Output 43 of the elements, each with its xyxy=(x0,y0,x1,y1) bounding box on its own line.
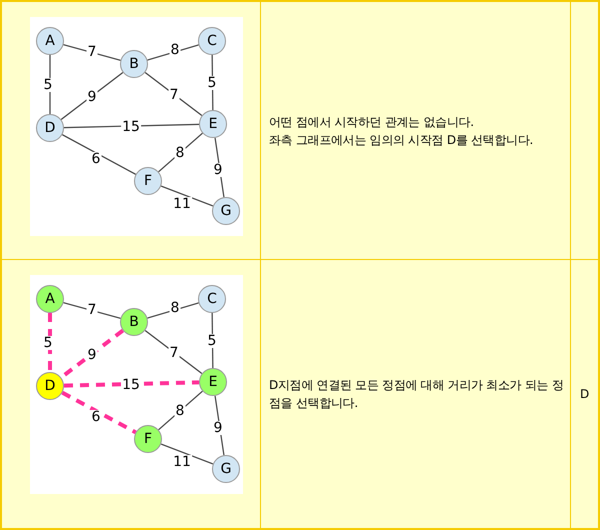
graph-edge xyxy=(160,443,214,465)
edge-label: 9 xyxy=(86,348,98,362)
graph-edge xyxy=(64,380,200,388)
graph-edge xyxy=(62,134,136,175)
edge-label: 5 xyxy=(42,78,54,92)
graph-edge xyxy=(212,55,214,110)
edge-label: 7 xyxy=(86,45,98,59)
edge-label: 11 xyxy=(172,197,192,211)
description-text: D xyxy=(580,386,589,403)
edge-label: 5 xyxy=(42,336,54,350)
edge-label: 7 xyxy=(168,346,180,360)
edge-label: 9 xyxy=(212,421,224,435)
description-text: 좌측 그래프에서는 임의의 시작점 D를 선택합니다. xyxy=(269,132,534,148)
graph-edge xyxy=(160,185,214,207)
graph-edge xyxy=(63,302,121,319)
description-text: D지점에 연결된 모든 정점에 대해 거리가 최소가 되는 정점을 선택합니다. xyxy=(269,377,564,412)
edge-label: 8 xyxy=(174,404,186,418)
graph-edge xyxy=(147,44,199,61)
graph-edge xyxy=(147,302,199,319)
graph-edge xyxy=(61,390,137,434)
edge-label: 5 xyxy=(206,76,218,90)
edge-label: 9 xyxy=(212,163,224,177)
edge-label: 15 xyxy=(121,378,141,392)
graph-edge xyxy=(60,72,124,120)
edge-label: 6 xyxy=(90,152,102,166)
edge-label: 6 xyxy=(90,410,102,424)
graph-edge xyxy=(49,55,51,114)
edge-label: 8 xyxy=(170,43,180,57)
graph-edge xyxy=(144,72,202,116)
edge-label: 8 xyxy=(170,301,180,315)
description-text: 어떤 점에서 시작하던 관계는 없습니다. xyxy=(269,114,475,130)
edge-label: 5 xyxy=(206,334,218,348)
edge-label: 15 xyxy=(121,120,141,134)
edge-label: 7 xyxy=(86,303,98,317)
edge-label: 7 xyxy=(168,88,180,102)
edge-label: 8 xyxy=(174,146,186,160)
graph-edge xyxy=(64,124,200,128)
graph-edge xyxy=(144,330,202,374)
edge-label: 11 xyxy=(172,455,192,469)
graph-edge xyxy=(212,313,214,368)
edge-label: 9 xyxy=(86,90,98,104)
graph-edge xyxy=(48,313,52,372)
graph-edge xyxy=(63,44,121,61)
